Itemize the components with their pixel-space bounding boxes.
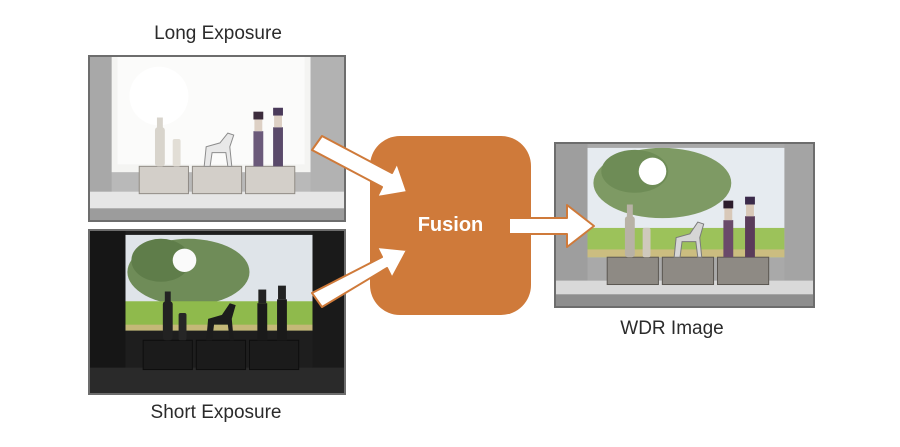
long-exposure-scene bbox=[90, 57, 344, 220]
long-exposure-photo bbox=[88, 55, 346, 222]
wdr-image-photo bbox=[554, 142, 815, 308]
wdr-scene bbox=[556, 144, 813, 306]
short-exposure-photo bbox=[88, 229, 346, 395]
fusion-label: Fusion bbox=[417, 214, 484, 236]
wdr-image-label: WDR Image bbox=[620, 318, 724, 339]
fusion-block: Fusion bbox=[370, 136, 531, 315]
short-exposure-label: Short Exposure bbox=[150, 402, 282, 423]
long-exposure-label: Long Exposure bbox=[154, 23, 282, 44]
short-exposure-scene bbox=[90, 231, 344, 393]
